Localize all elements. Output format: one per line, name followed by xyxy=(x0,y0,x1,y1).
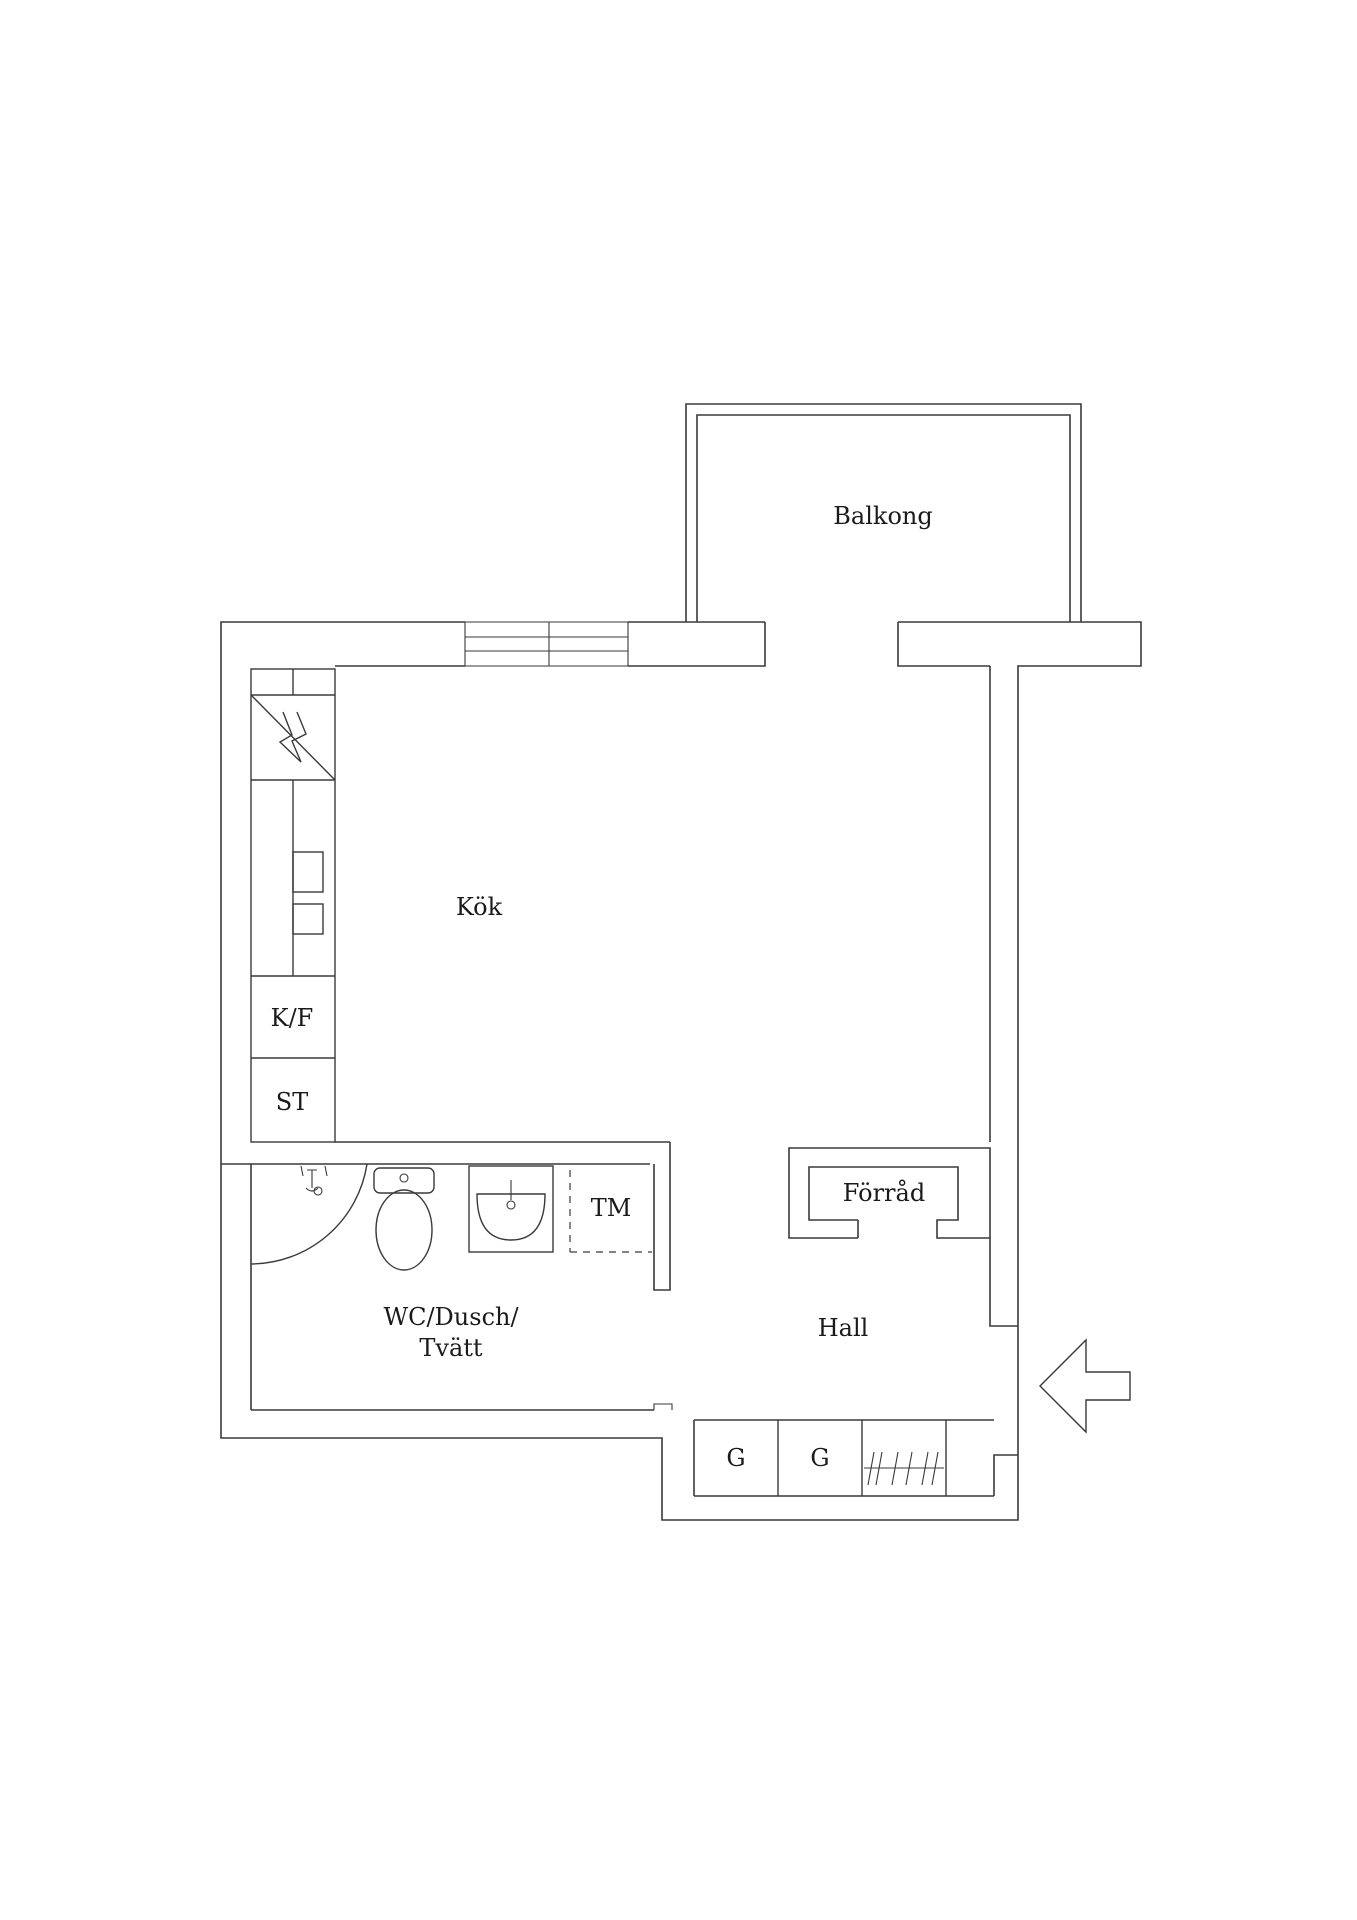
hall-label: Hall xyxy=(818,1314,869,1342)
balcony xyxy=(685,403,1082,622)
shower-icon xyxy=(250,1163,368,1265)
kitchen-label: Kök xyxy=(456,893,503,921)
fridge-freezer-label: K/F xyxy=(271,1004,314,1032)
wardrobe-1-label: G xyxy=(726,1444,745,1472)
balcony-label: Balkong xyxy=(833,502,932,530)
kitchen-window xyxy=(464,621,629,667)
tumble-dryer xyxy=(569,1170,652,1253)
wardrobes xyxy=(693,1419,1018,1497)
storage-room xyxy=(788,1147,1018,1327)
tumble-dryer-label: TM xyxy=(591,1194,632,1222)
stove-icon xyxy=(250,694,336,781)
toilet-icon xyxy=(373,1167,435,1271)
entrance-arrow-icon xyxy=(1039,1338,1131,1434)
outer-walls xyxy=(220,621,1142,1521)
wardrobe-2-label: G xyxy=(810,1444,829,1472)
sink-icon xyxy=(468,1165,554,1253)
storage-room-label: Förråd xyxy=(843,1178,925,1207)
bathroom xyxy=(221,1142,673,1411)
bathroom-label-line1: WC/Dusch/ xyxy=(383,1303,519,1331)
bathroom-label-line2: Tvätt xyxy=(419,1334,483,1362)
kitchen-counter xyxy=(250,668,336,1143)
coat-rack-icon xyxy=(864,1451,944,1486)
storage-cabinet-label: ST xyxy=(276,1088,308,1116)
